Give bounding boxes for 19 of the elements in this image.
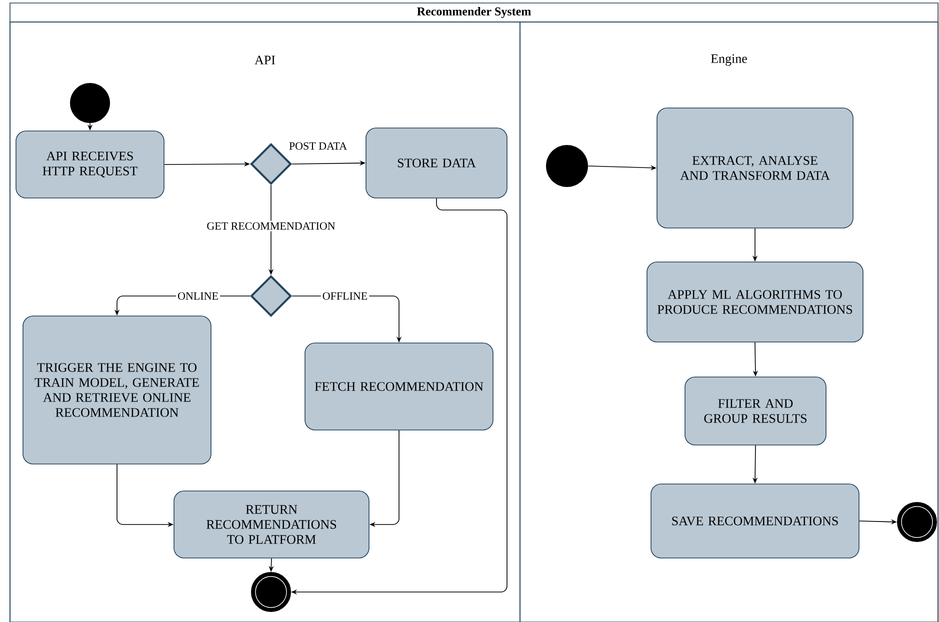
- activity-box: FILTER AND GROUP RESULTS: [684, 376, 826, 446]
- end-node: [897, 502, 937, 542]
- start-node: [546, 145, 588, 187]
- activity-box: SAVE RECOMMENDATIONS: [650, 484, 860, 558]
- edge-label: ONLINE: [176, 290, 220, 302]
- edge-label: GET RECOMMENDATION: [205, 220, 337, 232]
- frame-header: Recommender System: [10, 2, 938, 22]
- activity-box: API RECEIVES HTTP REQUEST: [16, 130, 164, 198]
- edge-label: POST DATA: [287, 140, 349, 152]
- start-node: [70, 83, 110, 123]
- activity-box: TRIGGER THE ENGINE TO TRAIN MODEL, GENERATE AND RETRIEVE ONLINE RECOMMENDATION: [22, 316, 212, 464]
- decision-diamond: [250, 275, 292, 317]
- edge-label: OFFLINE: [320, 290, 370, 302]
- activity-box: APPLY ML ALGORITHMS TO PRODUCE RECOMMENDATIONS: [646, 262, 864, 342]
- activity-box: FETCH RECOMMENDATION: [304, 342, 494, 430]
- activity-box: EXTRACT, ANALYSE AND TRANSFORM DATA: [656, 108, 854, 228]
- activity-box: RETURN RECOMMENDATIONS TO PLATFORM: [174, 490, 370, 558]
- activity-box: STORE DATA: [366, 128, 508, 198]
- end-node: [251, 572, 291, 612]
